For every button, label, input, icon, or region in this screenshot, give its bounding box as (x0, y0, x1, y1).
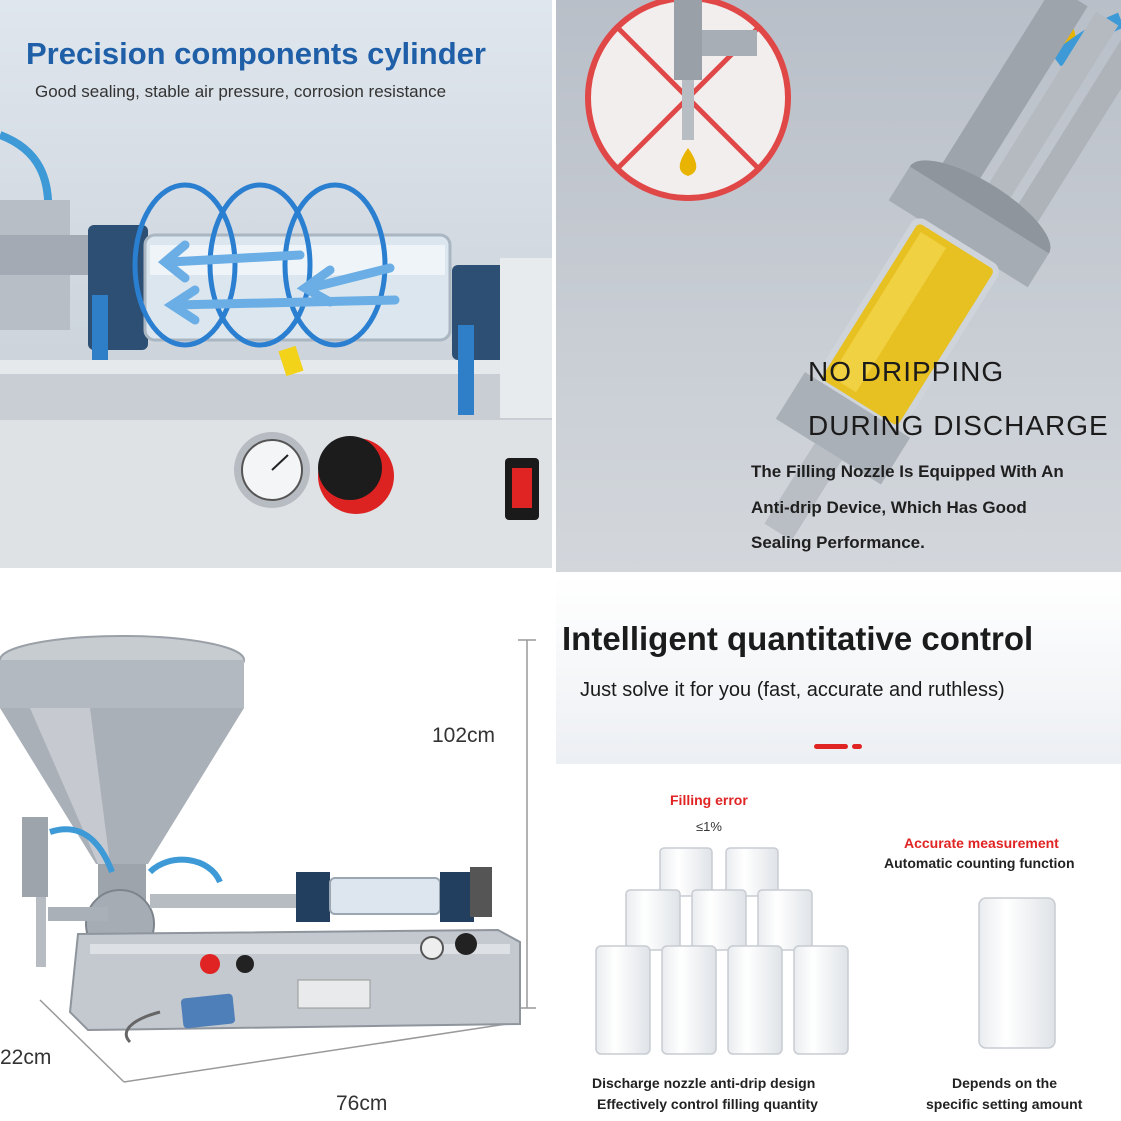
nozzle-body-line2: Anti-drip Device, Which Has Good (751, 498, 1027, 517)
dimension-height: 102cm (432, 724, 496, 747)
accent-bar (814, 744, 848, 749)
glasses-illustration (595, 847, 1056, 1055)
caption-right-line2: specific setting amount (926, 1096, 1083, 1112)
caption-left-line2: Effectively control filling quantity (597, 1096, 818, 1112)
dimension-depth: 22cm (0, 1046, 52, 1069)
dimensions-panel: 102cm 22cm 76cm (0, 572, 552, 1121)
nozzle-body-line1: The Filling Nozzle Is Equipped With An (751, 462, 1064, 481)
cylinder-illustration (0, 131, 552, 568)
nozzle-panel: NO DRIPPING DURING DISCHARGE The Filling… (556, 0, 1121, 572)
nozzle-heading-line1: NO DRIPPING (808, 356, 1005, 387)
control-header (556, 576, 1121, 764)
cylinder-title: Precision components cylinder (26, 36, 486, 71)
accurate-sub: Automatic counting function (884, 855, 1075, 871)
filling-error-value: ≤1% (696, 819, 722, 834)
machine-illustration (0, 635, 536, 1083)
control-subtitle: Just solve it for you (fast, accurate an… (580, 679, 1005, 701)
accurate-label: Accurate measurement (904, 835, 1059, 851)
nozzle-illustration (585, 0, 1121, 541)
nozzle-heading-line2: DURING DISCHARGE (808, 410, 1109, 441)
cylinder-panel: Precision components cylinder Good seali… (0, 0, 552, 568)
cylinder-subtitle: Good sealing, stable air pressure, corro… (35, 82, 447, 101)
filling-error-label: Filling error (670, 792, 748, 808)
dimension-width: 76cm (336, 1092, 388, 1115)
accent-dot (852, 744, 862, 749)
control-title: Intelligent quantitative control (562, 620, 1034, 657)
control-panel: Intelligent quantitative control Just so… (556, 576, 1121, 1121)
nozzle-body-line3: Sealing Performance. (751, 533, 925, 552)
caption-right-line1: Depends on the (952, 1075, 1058, 1091)
caption-left-line1: Discharge nozzle anti-drip design (592, 1075, 816, 1091)
